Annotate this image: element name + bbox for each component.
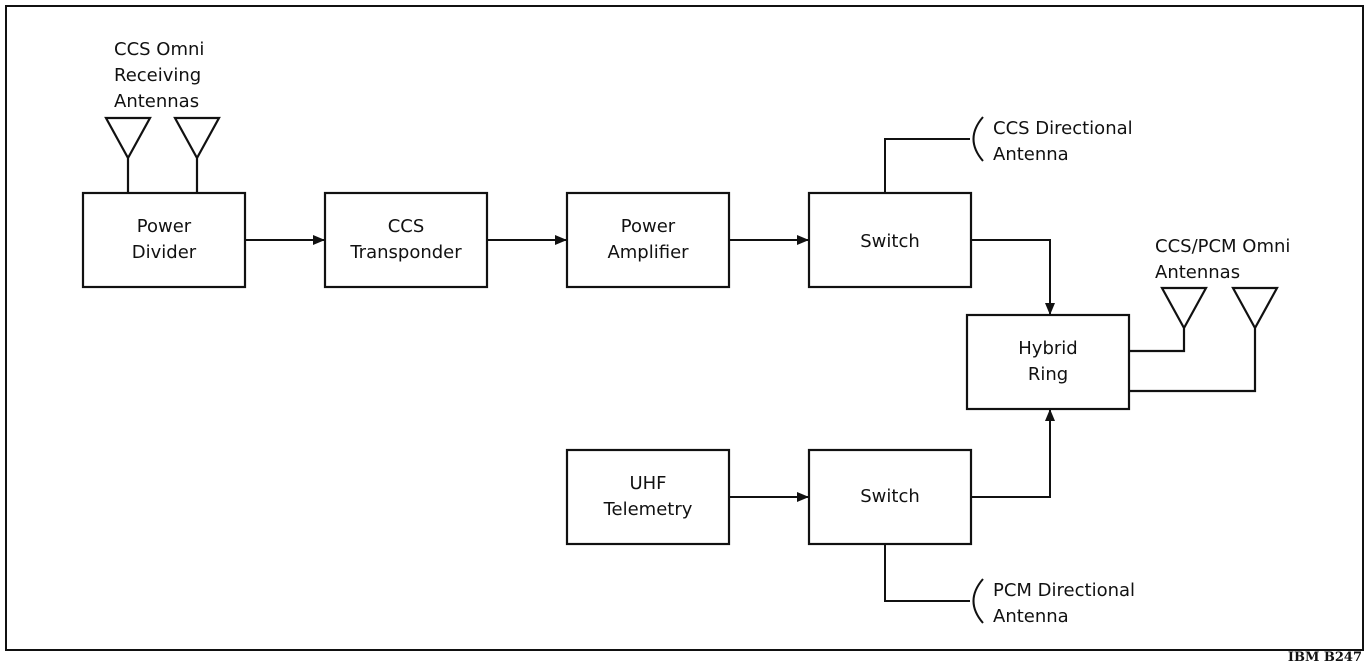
svg-text:Switch: Switch — [860, 486, 920, 507]
pcm-directional-antenna-icon — [972, 578, 984, 624]
ccs-pcm-omni-antenna-2 — [1129, 286, 1279, 393]
ccs-directional-antenna-label: CCS Directional Antenna — [993, 118, 1138, 165]
arrow-lower-switch-to-hybrid-ring — [971, 409, 1055, 498]
upper-switch-block: Switch — [807, 191, 973, 289]
figure-reference-label: IBM B247 — [1288, 650, 1362, 664]
pcm-directional-antenna-feed — [884, 544, 970, 602]
ccs-pcm-omni-antennas-label: CCS/PCM Omni Antennas — [1155, 236, 1296, 283]
arrow-switch-to-hybrid-ring — [971, 239, 1055, 315]
pcm-directional-antenna-label: PCM Directional Antenna — [993, 580, 1141, 627]
ccs-directional-antenna-feed — [884, 138, 970, 193]
ccs-omni-receiving-antenna-1 — [104, 116, 152, 193]
ccs-directional-antenna-icon — [972, 116, 984, 162]
svg-text:Switch: Switch — [860, 231, 920, 252]
lower-switch-block: Switch — [807, 448, 973, 546]
ccs-omni-receiving-antennas-label: CCS Omni Receiving Antennas — [114, 39, 210, 112]
ccs-omni-receiving-antenna-2 — [173, 116, 221, 193]
diagram-frame — [5, 5, 1364, 651]
ccs-pcm-omni-antenna-1 — [1129, 286, 1208, 353]
